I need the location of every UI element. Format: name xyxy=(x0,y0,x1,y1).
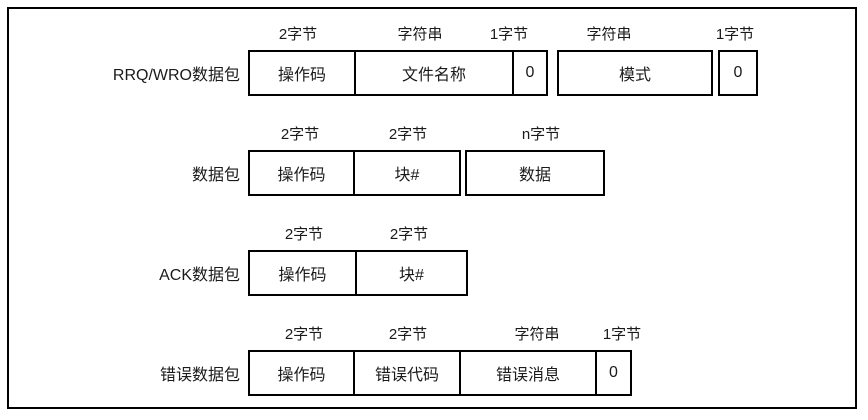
field-boxes: 操作码 文件名称 0 模式 0 xyxy=(248,50,758,96)
row-label-ack-packet: ACK数据包 xyxy=(159,267,240,284)
field-box-opcode: 操作码 xyxy=(248,250,357,296)
field-box-opcode: 操作码 xyxy=(248,350,355,396)
field-box-block-num: 块# xyxy=(353,150,461,196)
field-size-label: 2字节 xyxy=(388,126,428,143)
row-label-data-packet: 数据包 xyxy=(191,166,240,184)
field-size-label: n字节 xyxy=(521,126,561,143)
field-box-zero: 0 xyxy=(718,50,758,96)
field-box-data: 数据 xyxy=(465,150,605,196)
field-size-label: 1字节 xyxy=(602,326,642,343)
field-size-label: 字符串 xyxy=(514,326,560,343)
field-box-zero: 0 xyxy=(595,350,632,396)
field-box-opcode: 操作码 xyxy=(248,50,356,96)
field-box-opcode: 操作码 xyxy=(248,150,355,196)
field-box-filename: 文件名称 xyxy=(354,50,514,96)
field-size-label: 1字节 xyxy=(489,26,529,43)
row-label-error-packet: 错误数据包 xyxy=(159,366,240,384)
field-size-label: 2字节 xyxy=(389,226,429,243)
field-size-label: 2字节 xyxy=(388,326,428,343)
outer-frame xyxy=(7,7,857,409)
field-box-error-code: 错误代码 xyxy=(353,350,461,396)
field-size-label: 2字节 xyxy=(284,326,324,343)
field-size-label: 2字节 xyxy=(280,126,320,143)
field-box-error-message: 错误消息 xyxy=(459,350,597,396)
field-box-zero: 0 xyxy=(512,50,548,96)
field-size-label: 1字节 xyxy=(715,26,755,43)
field-size-label: 2字节 xyxy=(284,226,324,243)
row-label-rrq-wrq-packet: RRQ/WRO数据包 xyxy=(112,67,240,84)
field-boxes: 操作码 错误代码 错误消息 0 xyxy=(248,350,632,396)
field-size-label: 字符串 xyxy=(586,26,632,43)
field-size-label: 2字节 xyxy=(278,26,318,43)
field-box-mode: 模式 xyxy=(557,50,713,96)
field-boxes: 操作码 块# xyxy=(248,250,468,296)
field-size-label: 字符串 xyxy=(397,26,443,43)
field-box-block-num: 块# xyxy=(355,250,468,296)
field-boxes: 操作码 块# 数据 xyxy=(248,150,605,196)
